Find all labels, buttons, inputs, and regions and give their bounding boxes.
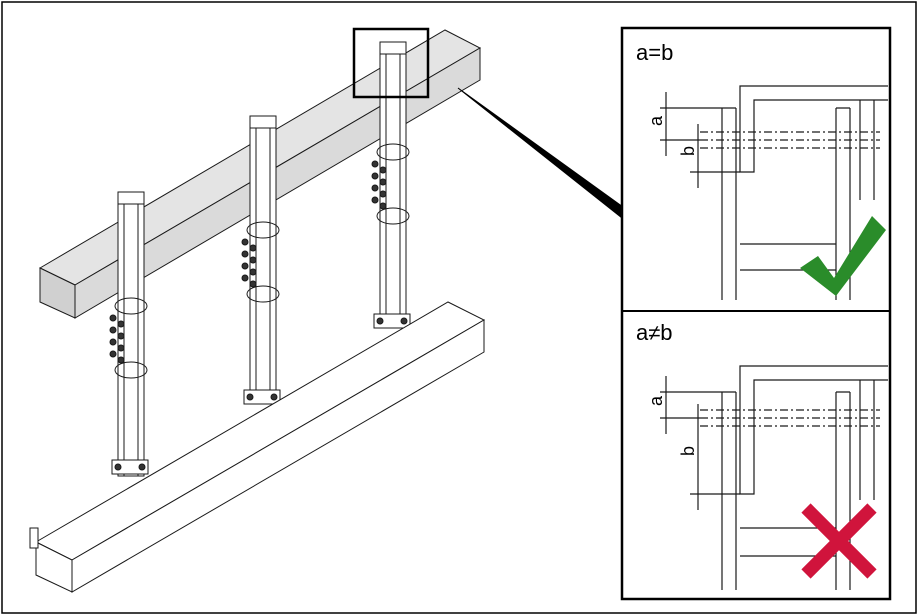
detail-highlight-box [352, 27, 430, 99]
incorrect-dim-a: a [646, 395, 666, 406]
detail-pointer [457, 87, 631, 219]
detail-panel [620, 26, 892, 601]
detail-correct: a=b a b [636, 40, 888, 300]
rail-2 [241, 115, 281, 405]
rail-1 [109, 191, 149, 477]
check-icon [800, 216, 886, 296]
detail-incorrect: a≠b a b [636, 320, 888, 590]
lower-beam [29, 301, 486, 593]
incorrect-label: a≠b [636, 320, 673, 345]
correct-dim-b: b [678, 146, 698, 156]
incorrect-dim-b: b [678, 446, 698, 456]
rail-assembly-illustration [29, 27, 631, 593]
rail-3 [371, 41, 411, 329]
correct-dim-a: a [646, 115, 666, 126]
correct-label: a=b [636, 40, 673, 65]
cross-icon [801, 503, 877, 579]
